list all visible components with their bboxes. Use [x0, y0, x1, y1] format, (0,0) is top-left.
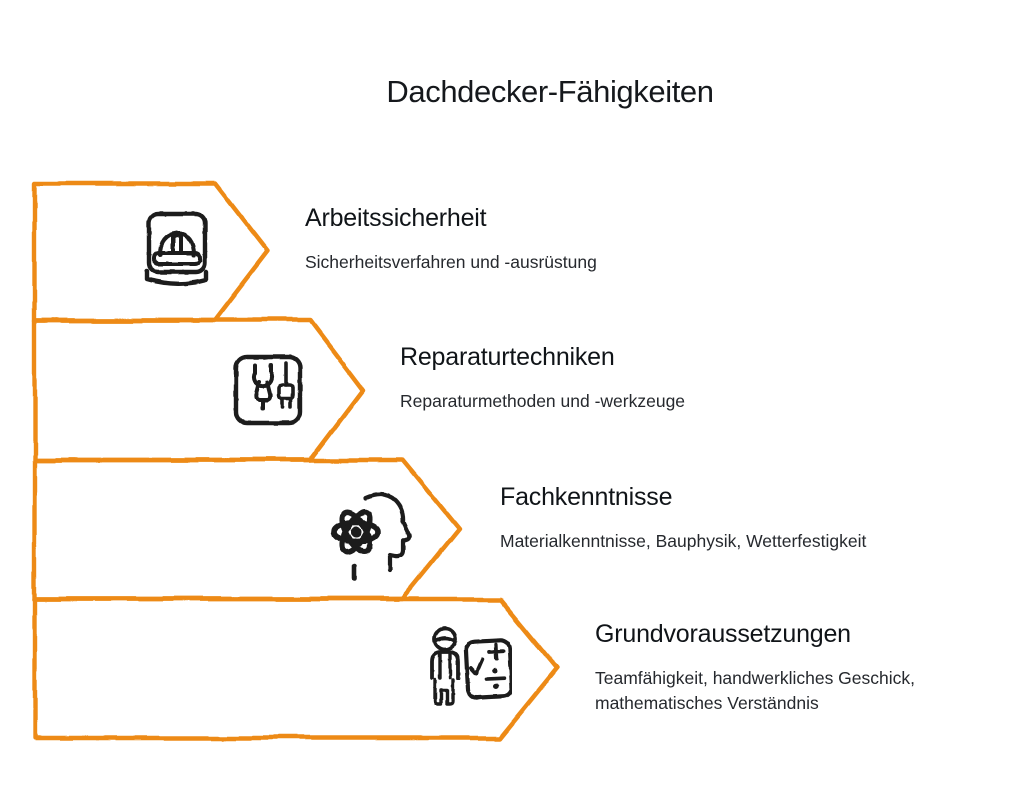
level-3-text: Fachkenntnisse Materialkenntnisse, Bauph…	[500, 482, 866, 554]
level-arrow-3	[32, 457, 463, 602]
level-2-description: Reparaturmethoden und -werkzeuge	[400, 391, 686, 411]
level-arrow-2	[32, 317, 366, 463]
knowledge-head-atom-icon	[326, 488, 412, 582]
level-4-description: Teamfähigkeit, handwerkliches Geschick, …	[595, 668, 916, 714]
level-1-description: Sicherheitsverfahren und -ausrüstung	[305, 252, 597, 272]
person-math-board-icon	[420, 624, 512, 710]
level-2-text: Reparaturtechniken Reparaturmethoden und…	[400, 342, 685, 414]
level-2-title: Reparaturtechniken	[400, 343, 615, 371]
level-4-title: Grundvoraussetzungen	[595, 620, 851, 648]
level-1-text: Arbeitssicherheit Sicherheitsverfahren u…	[305, 203, 597, 275]
level-3-title: Fachkenntnisse	[500, 483, 673, 511]
level-1-title: Arbeitssicherheit	[305, 204, 487, 232]
hard-hat-manual-icon	[137, 208, 217, 300]
wrench-screwdriver-icon	[227, 348, 309, 434]
level-arrow-1	[32, 180, 271, 323]
level-3-description: Materialkenntnisse, Bauphysik, Wetterfes…	[500, 531, 867, 551]
level-arrow-4	[32, 596, 560, 741]
page-title: Dachdecker-Fähigkeiten	[386, 74, 714, 109]
level-4-text: Grundvoraussetzungen Teamfähigkeit, hand…	[595, 619, 967, 717]
